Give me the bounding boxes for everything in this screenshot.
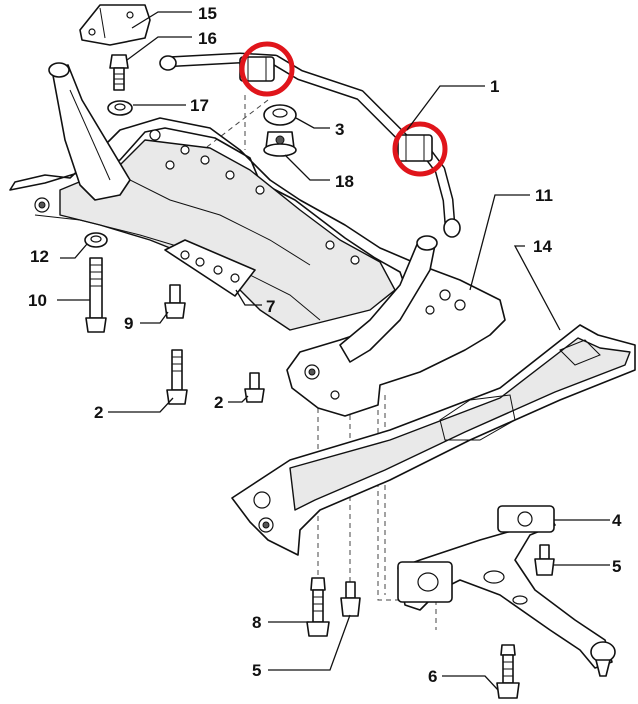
- callout-9: 9: [124, 314, 133, 333]
- callout-18: 18: [335, 172, 354, 191]
- callout-10: 10: [28, 291, 47, 310]
- mount-part-18: [263, 131, 297, 157]
- bolt-part-5-lower: [340, 581, 361, 617]
- callout-17: 17: [190, 96, 209, 115]
- control-arm-part-4: [397, 505, 616, 677]
- bolt-part-5-right: [534, 544, 555, 576]
- callout-11: 11: [535, 186, 553, 205]
- callout-2-left: 2: [94, 403, 103, 422]
- callout-16: 16: [198, 29, 217, 48]
- callout-12: 12: [30, 247, 49, 266]
- leader-lines: [57, 11, 610, 691]
- bolt-part-8: [306, 577, 330, 637]
- callout-5-right: 5: [612, 557, 621, 576]
- highlight-markers: [239, 41, 448, 177]
- callout-3: 3: [335, 120, 344, 139]
- bolt-part-2-right: [244, 372, 265, 403]
- crossmember-part-14: [231, 324, 636, 556]
- callout-14: 14: [533, 237, 552, 256]
- plate-part-7: [164, 239, 256, 297]
- highlight-circle-left-bush: [239, 41, 295, 97]
- front-subframe: [9, 62, 506, 417]
- washer-part-12: [84, 232, 108, 248]
- bolt-part-9: [164, 284, 186, 319]
- callout-5-lower: 5: [252, 661, 261, 680]
- stabilizer-bar-part-1: [159, 52, 461, 238]
- callout-15: 15: [198, 4, 217, 23]
- callout-8: 8: [252, 613, 261, 632]
- mount-part-3: [263, 104, 297, 126]
- bolt-part-6: [496, 644, 520, 699]
- callout-6: 6: [428, 667, 437, 686]
- callout-labels: 15 16 17 3 18 1 11 14 12 10 7 9 2 2 4 5 …: [28, 4, 622, 686]
- bolt-part-16: [109, 54, 129, 91]
- highlight-circle-right-bush: [392, 121, 448, 177]
- callout-2-right: 2: [214, 393, 223, 412]
- bolt-part-2-left: [166, 349, 188, 405]
- washer-part-17: [107, 100, 133, 116]
- callout-7: 7: [266, 297, 275, 316]
- bolt-part-10: [85, 257, 107, 333]
- callout-1: 1: [490, 77, 499, 96]
- callout-4: 4: [612, 511, 622, 530]
- bracket-part-15: [79, 4, 151, 46]
